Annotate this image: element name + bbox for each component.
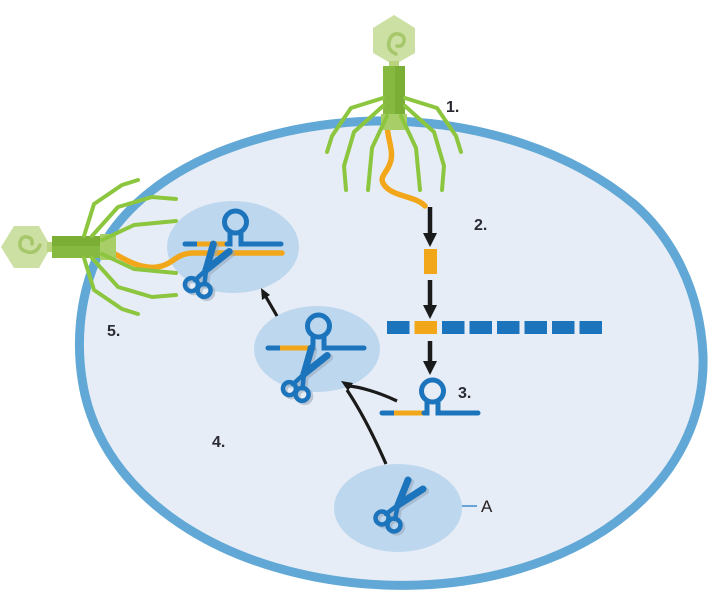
crispr-array-segment-blue: [552, 321, 575, 334]
flow-arrow-2: [423, 280, 437, 319]
flow-arrow-1: [423, 207, 437, 247]
crispr-array-segment-orange: [414, 321, 437, 334]
protein-a-label: A: [481, 497, 493, 516]
complex-to-interference-arrow: [261, 288, 279, 317]
crispr-array-segment-blue: [579, 321, 602, 334]
step-3-label: 3.: [458, 385, 471, 402]
step-5-label: 5.: [107, 323, 120, 340]
spacer-fragment: [424, 249, 437, 274]
crispr-array-segment-blue: [442, 321, 465, 334]
assembly-connectors: [341, 381, 398, 465]
phage-dna-strand-left: [95, 244, 285, 271]
blob-interference-complex: [167, 201, 299, 293]
crispr-array-segment-blue: [469, 321, 492, 334]
step-1-label: 1.: [446, 99, 459, 116]
step-2-label: 2.: [474, 217, 487, 234]
crispr-array-segment-blue: [524, 321, 547, 334]
crispr-array-segment-blue: [497, 321, 520, 334]
step-4-label: 4.: [212, 434, 225, 451]
crispr-array-segment-blue: [387, 321, 410, 334]
phage-dna-strand-top: [379, 109, 428, 209]
crispr-array: [387, 321, 602, 334]
flow-arrow-3: [423, 341, 437, 375]
